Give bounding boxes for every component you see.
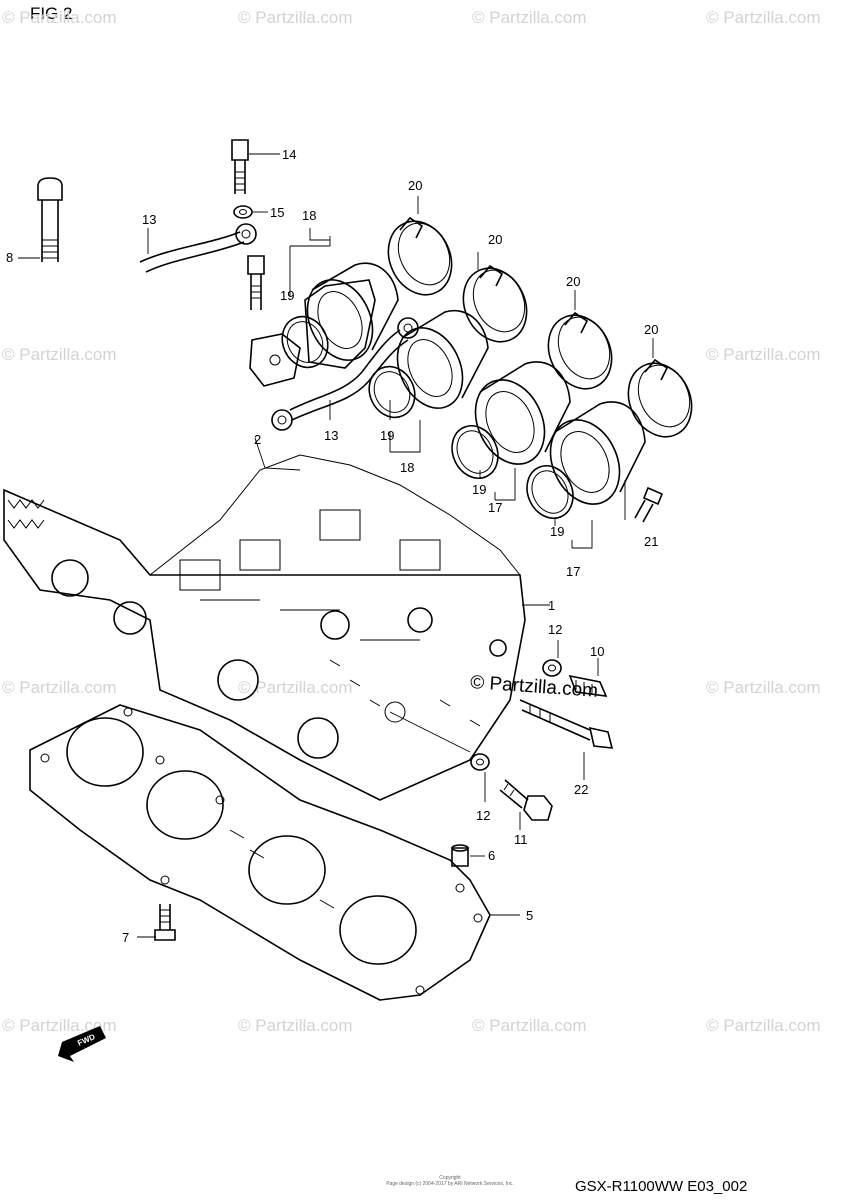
watermark: © Partzilla.com xyxy=(472,8,587,27)
callout-20-a: 20 xyxy=(408,178,422,193)
washer-part-12-lower xyxy=(470,753,490,771)
cylinder-head-part-1 xyxy=(3,454,526,801)
stud-bolt-part-8 xyxy=(37,177,63,262)
callout-12-upper: 12 xyxy=(548,622,562,637)
callout-11: 11 xyxy=(514,832,528,847)
hose-part-13-lower xyxy=(271,317,419,431)
callout-18-lower: 18 xyxy=(400,460,414,475)
watermark: © Partzilla.com xyxy=(2,1016,117,1035)
intake-pipe-part-18-a xyxy=(304,262,399,369)
o-ring-part-19-b xyxy=(368,365,416,419)
copyright-notice: Copyright Page design (c) 2004-2017 by A… xyxy=(300,1175,600,1187)
clamp-part-20-a xyxy=(387,216,453,296)
screw-part-21 xyxy=(634,486,664,523)
forward-arrow-icon: FWD xyxy=(58,1026,106,1062)
small-bolt xyxy=(247,255,265,310)
callout-19-a: 19 xyxy=(280,288,294,303)
intake-pipe-part-17-a xyxy=(474,361,571,465)
callout-20-b: 20 xyxy=(488,232,502,247)
o-ring-part-19-c xyxy=(451,425,499,479)
callout-labels: 1 2 5 6 7 8 10 11 12 12 13 13 14 15 17 1… xyxy=(6,147,658,945)
bolt-part-22 xyxy=(519,699,614,749)
hose-part-13-upper xyxy=(139,223,257,273)
callout-18-upper: 18 xyxy=(302,208,316,223)
callout-19-c: 19 xyxy=(472,482,486,497)
figure-title: FIG.2 xyxy=(30,4,73,23)
watermark: © Partzilla.com xyxy=(706,1016,821,1035)
watermark: © Partzilla.com xyxy=(238,8,353,27)
clamp-part-20-d xyxy=(627,358,693,438)
watermark: © Partzilla.com xyxy=(238,1016,353,1035)
copyright-line-1: Copyright xyxy=(439,1175,461,1181)
callout-20-d: 20 xyxy=(644,322,658,337)
callout-7: 7 xyxy=(122,930,129,945)
callout-19-b: 19 xyxy=(380,428,394,443)
watermark: © Partzilla.com xyxy=(2,345,117,364)
bolt-part-14 xyxy=(231,139,249,194)
callout-13-lower: 13 xyxy=(324,428,338,443)
watermark: © Partzilla.com xyxy=(2,8,117,27)
washer-part-15 xyxy=(233,205,253,219)
callout-10: 10 xyxy=(590,644,604,659)
fitting-part-10 xyxy=(568,674,608,697)
head-gasket-part-5 xyxy=(29,704,491,1001)
watermark: © Partzilla.com xyxy=(706,345,821,364)
diagram-code: GSX-R1100WW E03_002 xyxy=(575,1178,748,1195)
callout-19-d: 19 xyxy=(550,524,564,539)
callout-17-a: 17 xyxy=(488,500,502,515)
watermark: © Partzilla.com xyxy=(706,8,821,27)
watermark: © Partzilla.com xyxy=(472,1016,587,1035)
callout-5: 5 xyxy=(526,908,533,923)
callout-2: 2 xyxy=(254,432,261,447)
washer-part-12-upper xyxy=(542,659,562,677)
hose-fitting xyxy=(249,333,301,387)
clamp-part-20-b xyxy=(462,264,528,343)
watermark: © Partzilla.com xyxy=(2,678,117,697)
callout-6: 6 xyxy=(488,848,495,863)
watermark: © Partzilla.com xyxy=(706,678,821,697)
watermark: © Partzilla.com xyxy=(238,678,353,697)
callout-20-c: 20 xyxy=(566,274,580,289)
callout-17-b: 17 xyxy=(566,564,580,579)
callout-8: 8 xyxy=(6,250,13,265)
leader-lines xyxy=(18,153,654,938)
intake-pipe-part-18-b xyxy=(396,309,489,409)
callout-1: 1 xyxy=(548,598,555,613)
callout-14: 14 xyxy=(282,147,296,162)
o-ring-part-19-a xyxy=(281,315,329,369)
callout-15: 15 xyxy=(270,205,284,220)
callout-13-upper: 13 xyxy=(142,212,156,227)
intake-pipe-part-17-b xyxy=(549,401,646,505)
dowel-part-6 xyxy=(451,844,469,867)
callout-12-lower: 12 xyxy=(476,808,490,823)
bolt-part-11 xyxy=(499,779,553,821)
callout-21: 21 xyxy=(644,534,658,549)
callout-22: 22 xyxy=(574,782,588,797)
bolt-part-7 xyxy=(154,904,176,941)
clamp-part-20-c xyxy=(547,311,613,390)
o-ring-part-19-d xyxy=(526,465,574,519)
copyright-line-2: Page design (c) 2004-2017 by ARI Network… xyxy=(386,1181,514,1187)
